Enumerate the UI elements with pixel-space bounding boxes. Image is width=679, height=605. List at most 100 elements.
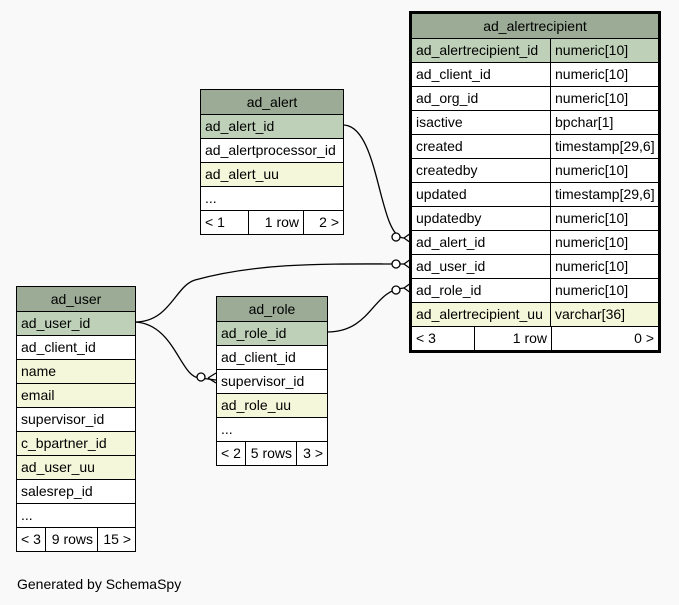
column-name: createdby — [412, 159, 551, 182]
children-link[interactable]: 2 > — [319, 214, 339, 230]
column-type: numeric[10] — [555, 162, 629, 178]
parents-link[interactable]: < 2 — [217, 442, 246, 465]
table-ad-alert[interactable]: ad_alert ad_alert_id ad_alertprocessor_i… — [200, 89, 344, 235]
column-type: numeric[10] — [555, 66, 629, 82]
table-row: email — [17, 383, 135, 407]
table-header: ad_user — [17, 287, 135, 311]
optional-marker — [196, 372, 206, 382]
row-count: 1 row — [475, 327, 552, 350]
column-name: ad_alertrecipient_uu — [412, 303, 551, 326]
table-row: ad_client_id — [17, 335, 135, 359]
column-name: name — [21, 363, 57, 379]
column-type: numeric[10] — [555, 282, 629, 298]
column-name: salesrep_id — [21, 483, 93, 499]
column-name: ad_alert_id — [205, 118, 275, 134]
table-name: ad_alert — [246, 94, 298, 110]
column-name: supervisor_id — [221, 373, 305, 389]
table-row: ad_client_id — [217, 345, 327, 369]
children-link[interactable]: 15 > — [103, 531, 131, 547]
table-row: ad_role_uu — [217, 393, 327, 417]
parents-link[interactable]: < 3 — [17, 528, 46, 551]
column-name: isactive — [412, 111, 551, 134]
row-count: 9 rows — [46, 528, 98, 551]
table-row: ad_user_uu — [17, 455, 135, 479]
column-name: ad_client_id — [412, 63, 551, 86]
table-header: ad_alertrecipient — [412, 14, 658, 38]
table-name: ad_role — [248, 301, 296, 317]
optional-marker — [391, 232, 401, 242]
table-row: supervisor_id — [217, 369, 327, 393]
column-name: ad_client_id — [21, 339, 96, 355]
table-row: c_bpartner_id — [17, 431, 135, 455]
table-row: ... — [17, 503, 135, 527]
column-type: numeric[10] — [555, 210, 629, 226]
table-row: supervisor_id — [17, 407, 135, 431]
column-type: numeric[10] — [555, 258, 629, 274]
column-name: ad_role_id — [221, 325, 287, 341]
table-row: ... — [217, 417, 327, 441]
table-row: salesrep_id — [17, 479, 135, 503]
column-name: created — [412, 135, 551, 158]
column-name: supervisor_id — [21, 411, 105, 427]
table-name: ad_alertrecipient — [483, 18, 587, 34]
parents-link[interactable]: < 1 — [201, 211, 249, 234]
fk-line-ad-user — [134, 263, 405, 323]
column-name: ... — [221, 421, 233, 437]
table-row: ... — [201, 186, 343, 210]
optional-marker — [391, 259, 401, 269]
children-link[interactable]: 3 > — [303, 445, 323, 461]
column-name: ad_org_id — [412, 87, 551, 110]
parents-link[interactable]: < 3 — [412, 327, 475, 350]
table-header: ad_role — [217, 297, 327, 321]
row-count: 5 rows — [246, 442, 297, 465]
optional-marker — [391, 285, 401, 295]
column-name: ... — [21, 507, 33, 523]
column-type: varchar[36] — [555, 306, 626, 322]
column-name: ad_user_id — [21, 315, 91, 331]
column-name: ad_alertprocessor_id — [205, 142, 336, 158]
fk-line-ad-alert — [342, 124, 405, 239]
column-type: timestamp[29,6] — [555, 138, 655, 154]
column-type: timestamp[29,6] — [555, 186, 655, 202]
table-ad-user[interactable]: ad_user ad_user_id ad_client_id name ema… — [16, 286, 136, 552]
table-nav: < 3 1 row 0 > — [412, 326, 658, 350]
table-ad-role[interactable]: ad_role ad_role_id ad_client_id supervis… — [216, 296, 328, 466]
column-type: bpchar[1] — [555, 114, 614, 130]
fk-line-ad-role — [326, 287, 405, 333]
row-count: 1 row — [249, 211, 304, 234]
table-row: ad_alert_id — [201, 114, 343, 138]
table-row: ad_alert_uu — [201, 162, 343, 186]
children-link[interactable]: 0 > — [634, 330, 654, 346]
column-name: email — [21, 387, 55, 403]
table-nav: < 1 1 row 2 > — [201, 210, 343, 234]
footer-text: Generated by SchemaSpy — [17, 576, 182, 592]
column-name: ad_alert_uu — [205, 166, 279, 182]
table-row: ad_alertprocessor_id — [201, 138, 343, 162]
column-name: updatedby — [412, 207, 551, 230]
column-name: ad_user_id — [412, 255, 551, 278]
table-nav: < 3 9 rows 15 > — [17, 527, 135, 551]
column-name: ad_role_uu — [221, 397, 292, 413]
column-name: ad_user_uu — [21, 459, 95, 475]
table-row: ad_role_id — [217, 321, 327, 345]
table-row: ad_user_id — [17, 311, 135, 335]
table-row: name — [17, 359, 135, 383]
table-nav: < 2 5 rows 3 > — [217, 441, 327, 465]
column-name: updated — [412, 183, 551, 206]
column-name: ad_alert_id — [412, 231, 551, 254]
column-type: numeric[10] — [555, 42, 629, 58]
